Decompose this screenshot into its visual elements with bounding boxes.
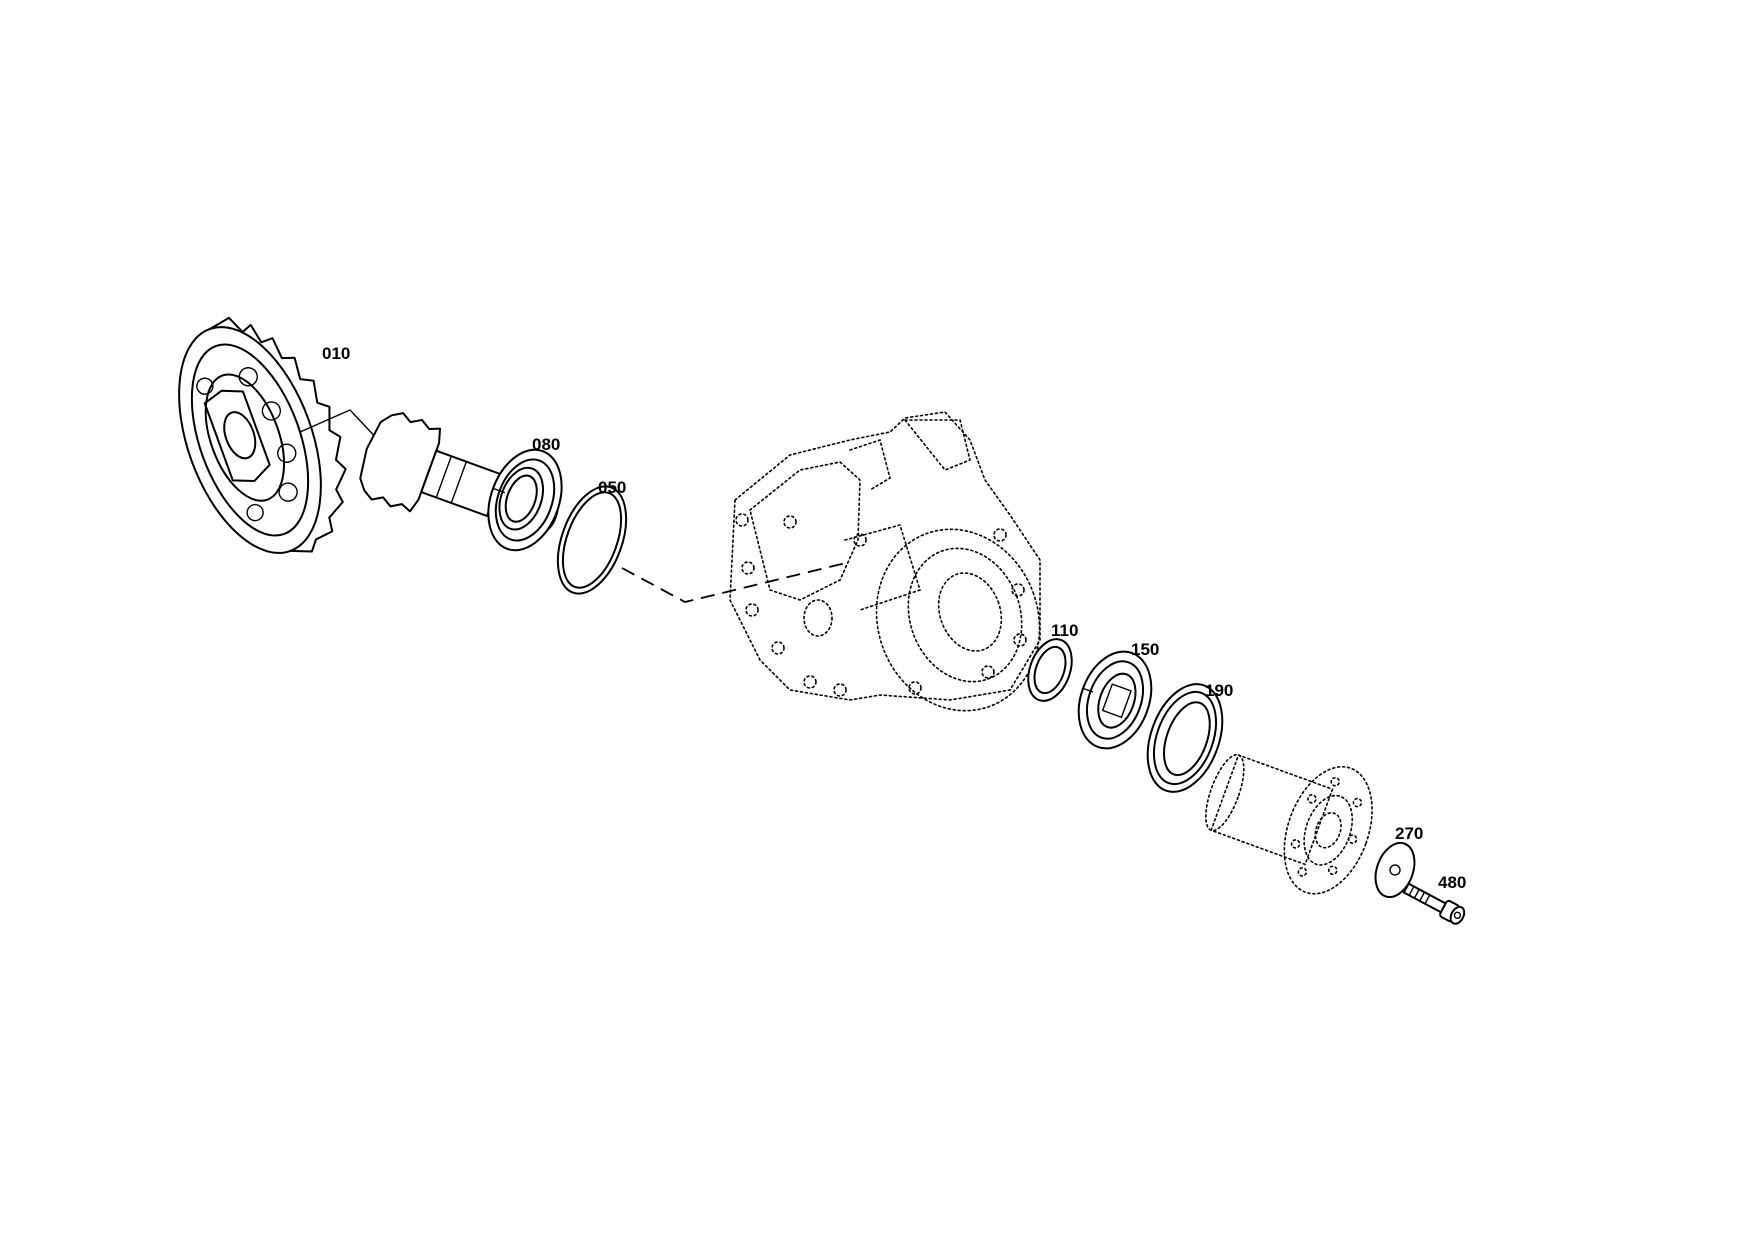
snap-ring-050-part [556, 485, 628, 595]
callout-480: 480 [1438, 873, 1466, 892]
callout-050: 050 [598, 478, 626, 497]
bearing-080-part [487, 448, 563, 552]
crown-wheel-part [178, 316, 347, 554]
callout-080: 080 [532, 435, 560, 454]
callout-270: 270 [1395, 824, 1423, 843]
callout-010: 010 [322, 344, 350, 363]
callout-190: 190 [1205, 681, 1233, 700]
output-flange-part [1205, 753, 1373, 895]
callout-150: 150 [1131, 640, 1159, 659]
shaft-seal-190-part [1146, 683, 1224, 793]
bearing-150-part [1077, 650, 1153, 750]
bolt-480-part [1402, 882, 1466, 925]
axle-housing-part [729, 411, 1041, 712]
washer-270-part [1374, 841, 1416, 899]
ring-110-part [1027, 638, 1073, 702]
callout-110: 110 [1051, 621, 1078, 640]
